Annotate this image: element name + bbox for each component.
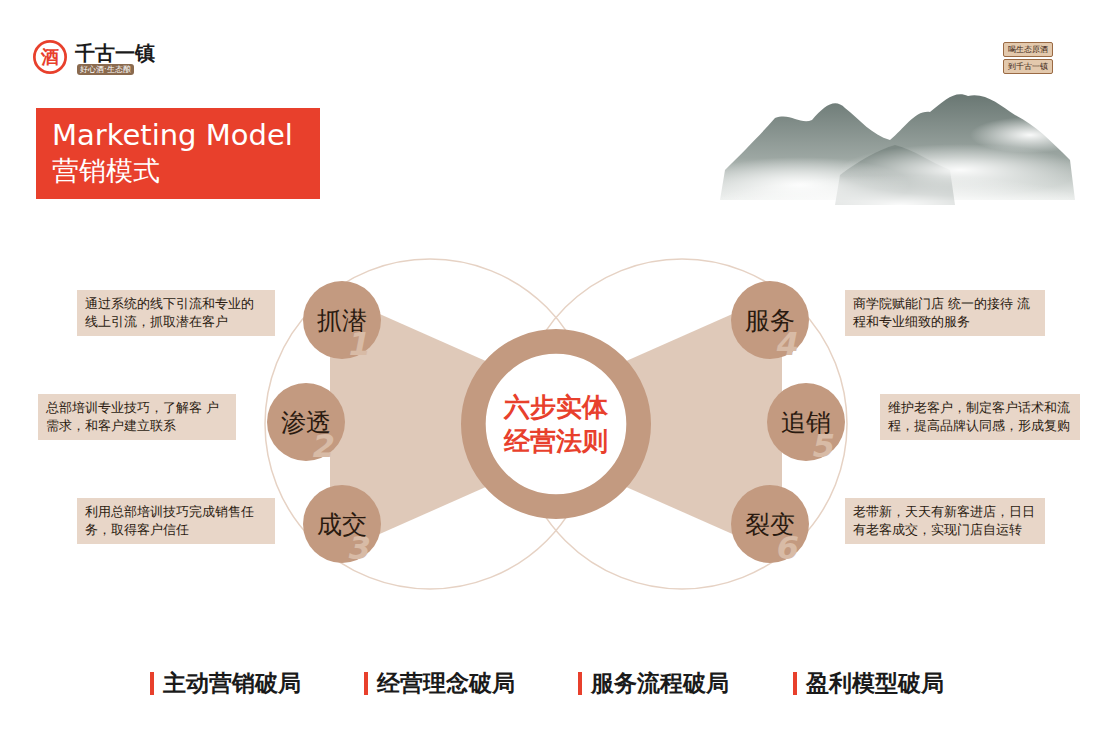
breakthrough-label: 盈利模型破局 [806,668,944,699]
big-circles [265,259,847,589]
title-chinese: 营销模式 [52,153,304,189]
ring-node: 六步实体 经营法则 [461,329,651,519]
step-label: 成交 [317,508,367,541]
breakthrough-label: 服务流程破局 [591,668,729,699]
description-box: 利用总部培训技巧完成销售任 务，取得客户信任 [77,498,275,544]
description-text: 总部培训专业技巧，了解客 户需求，和客户建立联系 [46,399,228,435]
description-box: 总部培训专业技巧，了解客 户需求，和客户建立联系 [38,394,236,440]
logo-node: 酒 [33,40,67,74]
brand-name: 千古一镇 [75,40,155,67]
step-circle: 1抓潜 [303,281,381,359]
description-text: 利用总部培训技巧完成销售任 务，取得客户信任 [85,503,267,539]
circle-shape [461,329,651,519]
title-english: Marketing Model [52,117,304,153]
description-box: 通过系统的线下引流和专业的 线上引流，抓取潜在客户 [77,290,275,336]
description-text: 商学院赋能门店 统一的接待 流程和专业细致的服务 [853,295,1037,331]
circle-outline [473,341,638,506]
brand-slogan: 好心酒·生态酿 [77,64,134,75]
stamp-text: 喝生态原酒 [1003,42,1053,57]
breakthrough-label: 主动营销破局 [163,668,301,699]
description-text: 维护老客户，制定客户话术和流 程，提高品牌认同感，形成复购 [888,399,1072,435]
description-box: 老带新，天天有新客进店，日日 有老客成交，实现门店自运转 [845,498,1045,544]
step-circle: 3成交 [303,485,381,563]
step-label: 抓潜 [317,304,367,337]
title-node: Marketing Model营销模式 [36,108,320,199]
step-label: 服务 [745,304,795,337]
logo-character: 酒 [41,45,59,69]
step-circle: 2渗透 [267,383,345,461]
fan-shapes [330,292,782,556]
mountain-illustration [690,94,1090,235]
description-text: 通过系统的线下引流和专业的 线上引流，抓取潜在客户 [85,295,267,331]
description-box: 商学院赋能门店 统一的接待 流程和专业细致的服务 [845,290,1045,336]
step-circle: 4服务 [731,281,809,359]
stamp-text: 到千古一镇 [1003,59,1053,74]
step-circle: 5追销 [767,383,845,461]
step-circle: 6裂变 [731,485,809,563]
step-label: 追销 [781,406,831,439]
stamp-node: 喝生态原酒到千古一镇 [1003,42,1053,74]
description-text: 老带新，天天有新客进店，日日 有老客成交，实现门店自运转 [853,503,1037,539]
center-heading: 六步实体 经营法则 [501,390,611,458]
step-label: 裂变 [745,508,795,541]
description-box: 维护老客户，制定客户话术和流 程，提高品牌认同感，形成复购 [880,394,1080,440]
step-label: 渗透 [281,406,331,439]
breakthrough-label: 经营理念破局 [377,668,515,699]
circle-outline [34,41,65,72]
